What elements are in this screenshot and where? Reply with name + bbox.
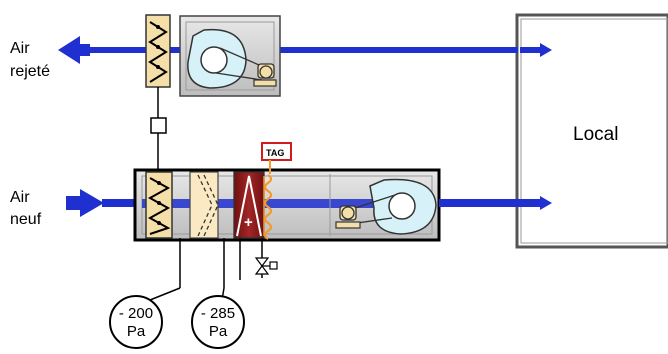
supply-inlet-arrow-icon (80, 189, 104, 217)
exhaust-fan-icon (200, 46, 228, 74)
pressure-gauge-1: - 200 Pa (109, 295, 163, 349)
air-neuf-label-line1: Air (10, 189, 30, 206)
supply-duct (439, 199, 542, 207)
exhaust-outlet-arrow-icon (58, 36, 80, 64)
valve-assembly (239, 238, 278, 280)
gauge-1-value: - 200 (119, 305, 153, 322)
pressure-gauges: - 200 Pa - 285 Pa (109, 238, 245, 349)
supply-fan-icon (388, 192, 416, 220)
local-label: Local (573, 124, 618, 145)
pressure-gauge-2: - 285 Pa (191, 295, 245, 349)
gauge-2-value: - 285 (201, 305, 235, 322)
supply-motor-icon (341, 206, 355, 220)
filter (189, 171, 219, 239)
tag-label: TAG (266, 148, 284, 158)
linkage-box (150, 117, 167, 134)
control-valve-icon (254, 265, 270, 275)
exhaust-damper (145, 14, 171, 88)
exhaust-fan-unit (179, 15, 281, 97)
exhaust-line: Air rejeté (10, 14, 552, 170)
heater-plus-icon: + (244, 214, 253, 231)
gauge-2-unit: Pa (209, 323, 228, 340)
exhaust-duct (78, 47, 518, 53)
supply-arrow-icon (540, 196, 552, 210)
air-neuf-label-line2: neuf (10, 211, 42, 228)
air-rejete-label-line2: rejeté (10, 63, 50, 80)
supply-fan-unit (329, 174, 437, 236)
valve-actuator-icon (269, 261, 278, 270)
coil-fins (263, 174, 273, 240)
heating-coil: + (233, 171, 273, 240)
exhaust-arrow-icon (540, 43, 552, 57)
tag-badge: TAG (261, 142, 292, 174)
outdoor-air-damper (145, 171, 173, 239)
exhaust-motor-icon (259, 65, 273, 79)
gauge-1-unit: Pa (127, 323, 146, 340)
supply-line: + TAG (10, 142, 552, 280)
air-rejete-label-line1: Air (10, 40, 30, 57)
